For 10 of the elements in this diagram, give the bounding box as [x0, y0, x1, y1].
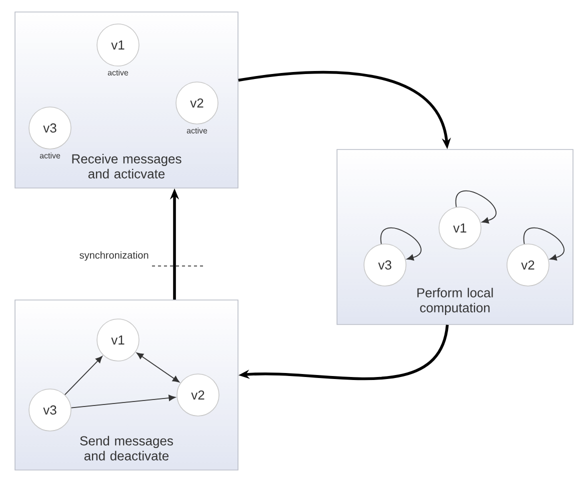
state-label: active: [186, 128, 208, 134]
arrow: [456, 190, 496, 224]
arrow: [524, 228, 564, 260]
arrow: [64, 356, 102, 396]
arrow: [136, 352, 180, 382]
state-label: active: [40, 152, 60, 158]
arrow: [380, 228, 422, 260]
arrow: [70, 394, 176, 408]
edge-label: synchronization: [78, 250, 150, 262]
state-label: active: [108, 70, 128, 76]
